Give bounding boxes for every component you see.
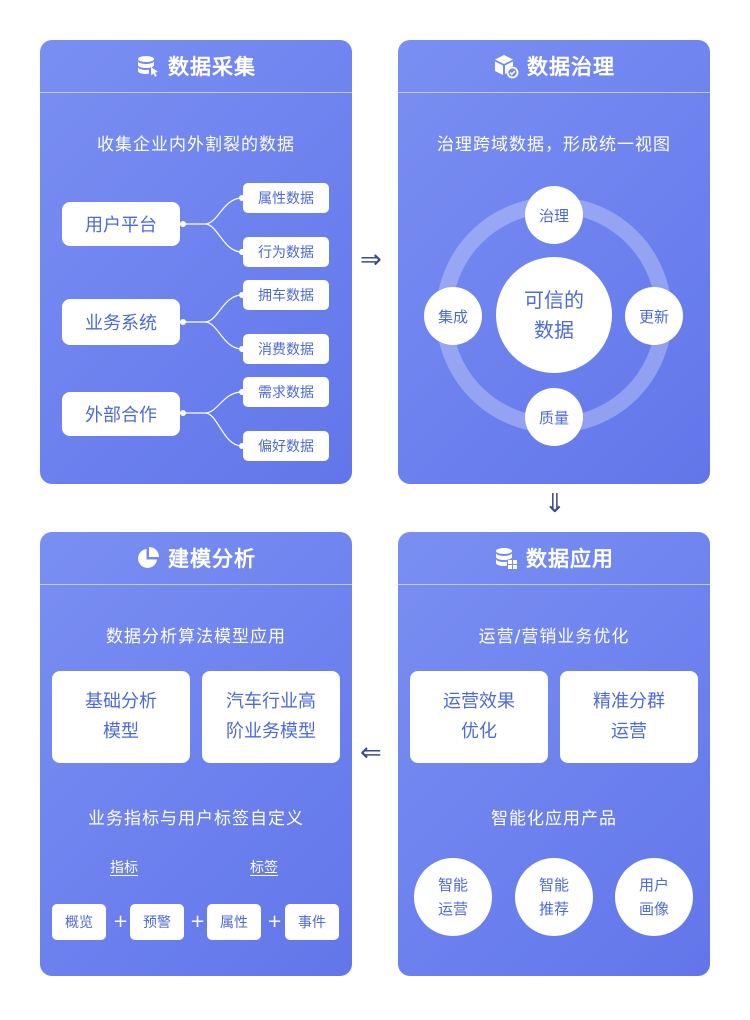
pie-chart-icon — [136, 546, 160, 570]
data-governance-panel: 数据治理 治理跨域数据，形成统一视图 可信的 数据 治理 集成 更新 质量 — [398, 40, 710, 484]
modeling-analysis-subtitle: 数据分析算法模型应用 — [106, 627, 286, 647]
data-application-header: 数据应用 — [398, 532, 710, 585]
data-collection-subtitle: 收集企业内外割裂的数据 — [97, 135, 295, 155]
plus-sign-2: + — [190, 911, 206, 932]
tag-warning: 预警 — [130, 904, 184, 940]
flow-arrow-down: ⇓ — [544, 489, 566, 519]
data-item-attribute: 属性数据 — [243, 183, 329, 213]
server-icon — [494, 546, 518, 570]
modeling-analysis-header: 建模分析 — [40, 532, 352, 585]
data-collection-panel: 数据采集 收集企业内外割裂的数据 用户平台 业务系统 外部合作 属性数据 行为数… — [40, 40, 352, 484]
metrics-label: 指标 — [110, 860, 138, 876]
node-quality: 质量 — [525, 388, 583, 446]
product-user-profile: 用户 画像 — [615, 858, 693, 936]
data-collection-title: 数据采集 — [168, 55, 256, 79]
data-item-behavior: 行为数据 — [243, 237, 329, 267]
source-user-platform: 用户平台 — [62, 202, 180, 246]
tag-event: 事件 — [285, 904, 339, 940]
modeling-analysis-panel: 建模分析 数据分析算法模型应用 基础分析 模型 汽车行业高 阶业务模型 业务指标… — [40, 532, 352, 976]
source-business-system: 业务系统 — [62, 299, 180, 345]
operation-optimization-box: 运营效果 优化 — [410, 671, 548, 763]
data-collection-header: 数据采集 — [40, 40, 352, 93]
modeling-analysis-title: 建模分析 — [168, 547, 256, 571]
database-icon — [136, 54, 160, 78]
smart-products-subtitle: 智能化应用产品 — [491, 809, 617, 829]
basic-analysis-model: 基础分析 模型 — [52, 671, 190, 763]
data-governance-header: 数据治理 — [398, 40, 710, 93]
data-governance-title: 数据治理 — [527, 55, 615, 79]
node-update: 更新 — [625, 287, 683, 345]
data-item-preference: 偏好数据 — [243, 431, 329, 461]
cube-icon — [493, 53, 519, 79]
advanced-auto-model: 汽车行业高 阶业务模型 — [202, 671, 340, 763]
flow-arrow-right: ⇒ — [360, 245, 382, 275]
data-governance-subtitle: 治理跨域数据，形成统一视图 — [437, 135, 671, 155]
trusted-data-center: 可信的 数据 — [496, 257, 612, 373]
data-item-consumption: 消费数据 — [243, 334, 329, 364]
tag-attribute: 属性 — [207, 904, 261, 940]
data-item-car-ownership: 拥车数据 — [243, 280, 329, 310]
plus-sign-1: + — [113, 911, 129, 932]
source-external-partner: 外部合作 — [62, 392, 180, 436]
product-smart-recommendation: 智能 推荐 — [515, 858, 593, 936]
flow-arrow-left: ⇐ — [360, 738, 382, 768]
tags-label: 标签 — [250, 860, 278, 876]
data-item-demand: 需求数据 — [243, 377, 329, 407]
plus-sign-3: + — [267, 911, 283, 932]
node-governance: 治理 — [525, 186, 583, 244]
data-application-panel: 数据应用 运营/营销业务优化 运营效果 优化 精准分群 运营 智能化应用产品 智… — [398, 532, 710, 976]
data-application-subtitle: 运营/营销业务优化 — [478, 627, 630, 647]
product-smart-operation: 智能 运营 — [414, 858, 492, 936]
node-integration: 集成 — [424, 287, 482, 345]
data-application-title: 数据应用 — [526, 547, 614, 571]
precise-segmentation-box: 精准分群 运营 — [560, 671, 698, 763]
custom-metrics-subtitle: 业务指标与用户标签自定义 — [88, 809, 304, 829]
tag-overview: 概览 — [52, 904, 106, 940]
